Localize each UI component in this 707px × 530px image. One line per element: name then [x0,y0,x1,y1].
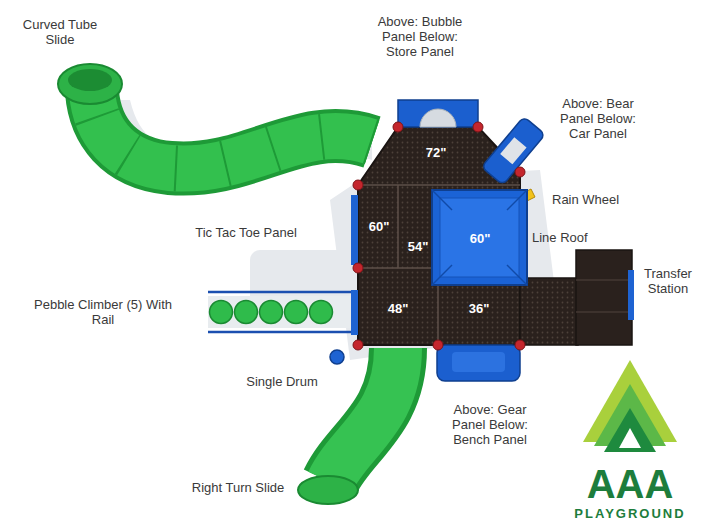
callout-label: Curved Tube Slide [15,17,105,47]
clamp [515,167,525,177]
dimension-text: 54" [408,239,429,254]
callout-label: Tic Tac Toe Panel [181,225,311,240]
deck-dimension: 60" [365,217,394,236]
callout-label: Above: Bear Panel Below: Car Panel [550,96,646,141]
bear-panel [481,116,545,185]
tube-rings [92,92,372,169]
bench-panel [452,352,505,372]
logo-notch [619,428,641,448]
callout-label: Line Roof [532,230,612,245]
clamp [353,180,363,190]
tube-opening [68,69,112,91]
callout-label: Above: Bubble Panel Below: Store Panel [372,14,468,59]
deck-seam [358,184,520,186]
pebble [310,301,333,324]
curved-tube-slide [58,64,372,169]
deck-dimension: 36" [465,299,494,318]
tube-exit [58,64,122,104]
step-line [576,311,632,313]
single-drum [330,350,344,364]
bear-panel-body [481,116,545,185]
deck-dimension: 72" [422,143,451,162]
deck-dimension: 48" [384,299,413,318]
pebble [260,301,283,324]
walkway [520,278,578,345]
roof-dimension: 60" [466,229,495,248]
clamp [393,122,403,132]
clamp [433,340,443,350]
clamp [353,340,363,350]
right-turn-slide [298,348,398,504]
dimension-text: 60" [369,219,390,234]
rail-panel [351,290,358,335]
slide-exit [298,476,358,504]
clamp [473,122,483,132]
roof-ridge [507,190,527,210]
climber-base [208,296,356,328]
dimension-text: 48" [388,301,409,316]
callout-label: Rain Wheel [552,192,632,207]
gear-panel [437,345,520,381]
dimension-text: 60" [470,231,491,246]
roof-ridge [507,265,527,285]
bubble-panel [398,100,478,127]
pebble [285,301,308,324]
pebble [210,301,233,324]
transfer-rail [628,270,634,320]
callout-label: Above: Gear Panel Below: Bench Panel [440,402,540,447]
clamp [515,340,525,350]
callout-label: Single Drum [237,374,327,389]
logo-text: AAA [570,463,690,505]
dimension-text: 36" [469,301,490,316]
callout-label: Right Turn Slide [183,480,293,495]
step-line [576,279,632,281]
transfer-station [576,250,632,345]
callout-label: Transfer Station [634,266,702,296]
rail [208,291,356,294]
tube-body [92,92,372,169]
slide-bed [330,348,398,482]
clamps [353,122,525,350]
roof-square [432,190,527,285]
bubble-dome [420,109,456,127]
clamp [353,263,363,273]
logo-text: PLAYGROUND [565,506,695,521]
rail [208,331,356,334]
tic-tac-toe-panel [351,195,358,265]
tube-outline [92,92,372,169]
line-roof [432,190,527,285]
dimension-text: 72" [426,145,447,160]
panels [398,100,545,381]
logo-mark [583,360,677,452]
logo-chevron [604,408,656,452]
bear-panel-window [500,137,526,164]
deck-dimension: 54" [404,237,433,256]
slide-outline [330,348,398,482]
roof-ridge [432,190,452,210]
pebble-climber [208,292,356,332]
pebble [235,301,258,324]
deck-seam [397,185,399,268]
roof-ridge [432,265,452,285]
callout-label: Pebble Climber (5) With Rail [28,297,178,327]
